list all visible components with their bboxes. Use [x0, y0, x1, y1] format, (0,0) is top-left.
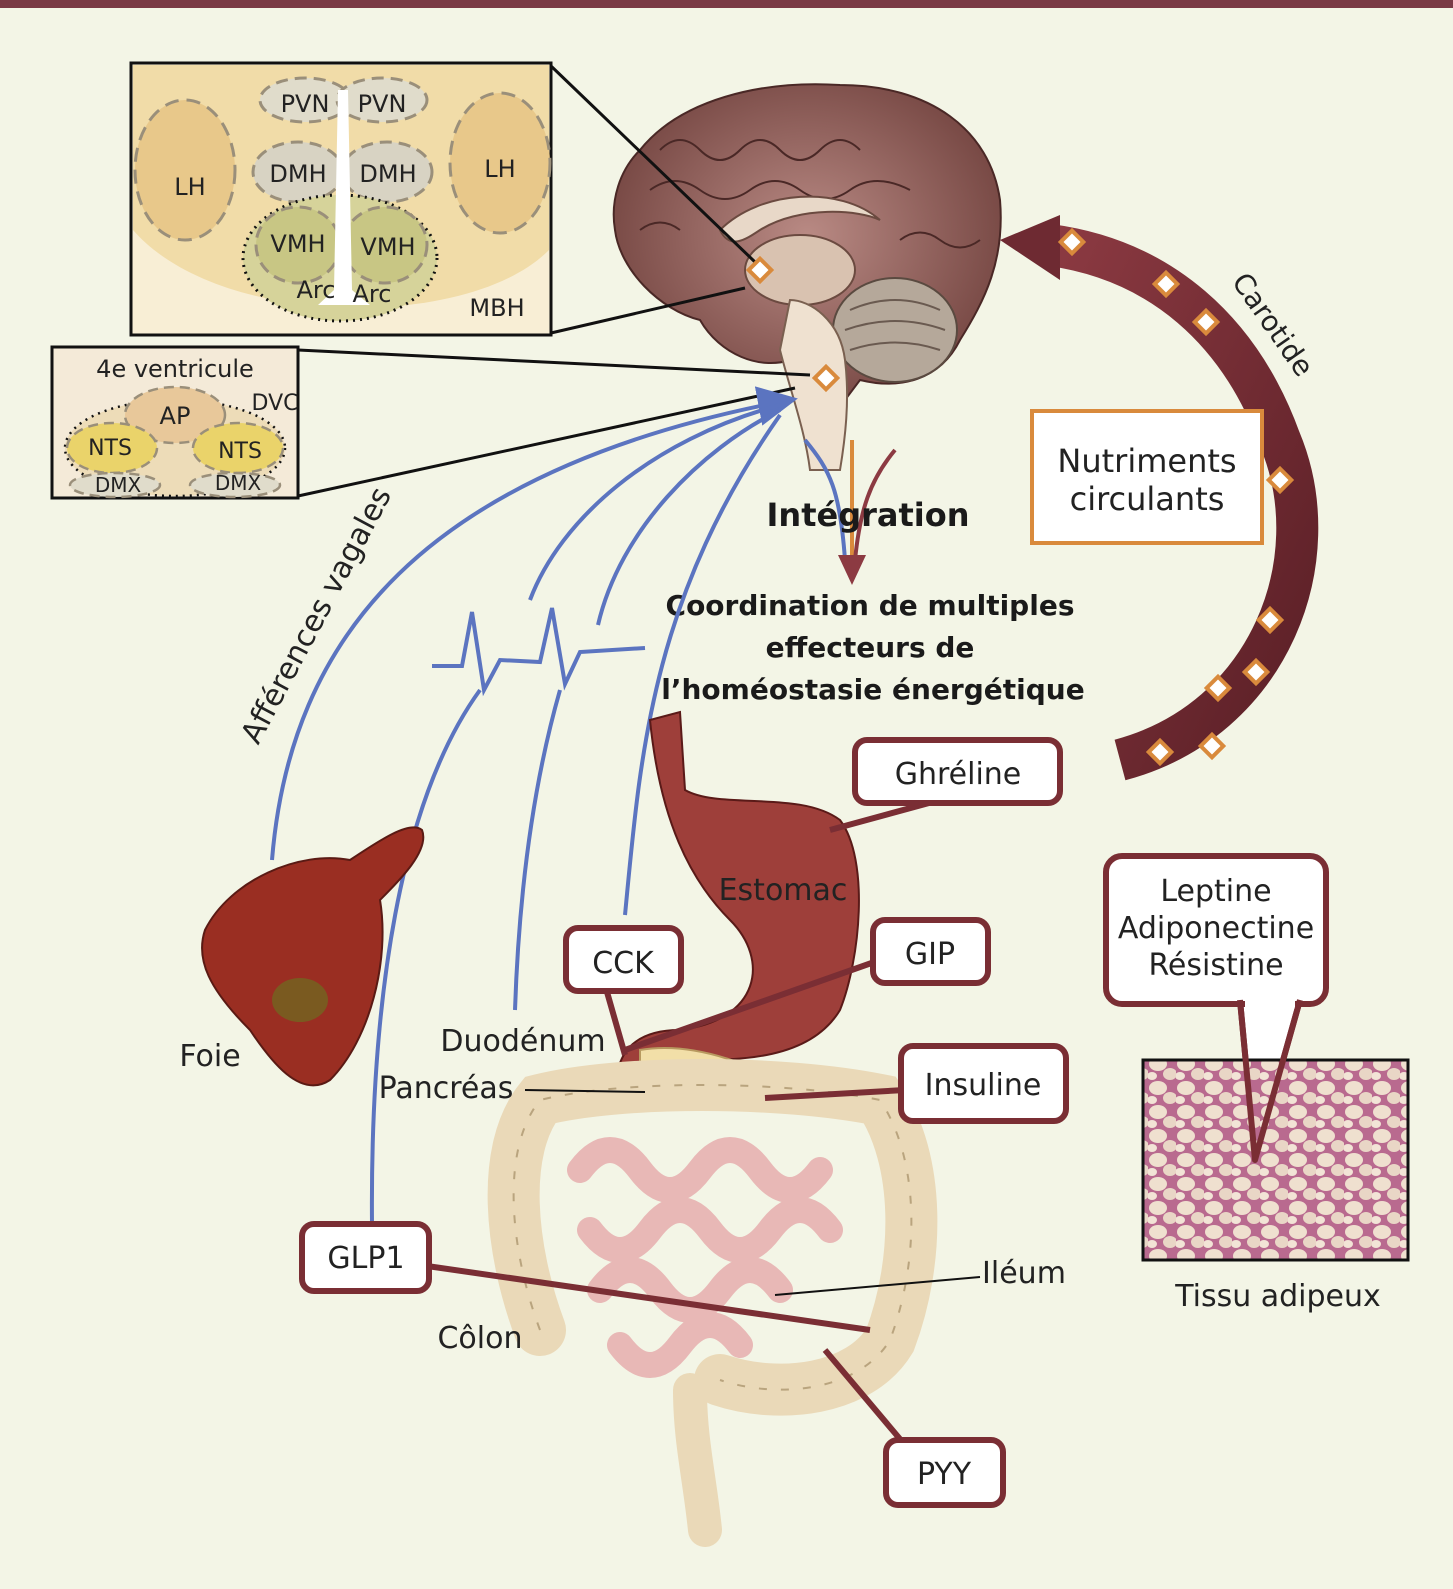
vagal-afferents-label: Afférences vagales [234, 482, 399, 750]
resistin-label: Résistine [1148, 948, 1283, 983]
insulin-label: Insuline [925, 1068, 1042, 1103]
pyy-label: PYY [917, 1457, 972, 1492]
ileum-label: Iléum [982, 1256, 1066, 1291]
integration-label: Intégration [767, 496, 970, 534]
duodenum-label: Duodénum [440, 1024, 605, 1059]
dmx-left-label: DMX [95, 473, 142, 497]
brainstem-connector-top [297, 348, 811, 377]
ileum-pointer [774, 1276, 981, 1296]
lh-left-label: LH [174, 173, 205, 201]
arc-right-label: Arc [353, 280, 392, 308]
brain-nutrient-markers [745, 255, 841, 393]
lh-right-label: LH [484, 155, 515, 183]
coordination-line3: l’homéostasie énergétique [661, 673, 1084, 706]
brainstem-inset: 4e ventricule DVC AP NTS NTS DMX DMX [50, 345, 300, 500]
pvn-left-label: PVN [281, 90, 330, 118]
vagal-afferent-paths [270, 386, 798, 1226]
colon-label: Côlon [437, 1321, 522, 1356]
stomach-label: Estomac [719, 873, 848, 908]
pancreas-pointer [524, 1089, 646, 1093]
dvc-label: DVC [252, 391, 299, 416]
coordination-line2: effecteurs de [766, 631, 975, 664]
nutrients-line2: circulants [1070, 480, 1225, 518]
nutrients-box [1030, 409, 1264, 545]
coordination-line1: Coordination de multiples [666, 589, 1075, 622]
pancreas-label: Pancréas [379, 1071, 514, 1106]
vmh-left-label: VMH [270, 230, 325, 258]
integration-arrows [803, 438, 897, 585]
carotid-arc [1000, 215, 1319, 781]
adiponectin-label: Adiponectine [1118, 911, 1314, 946]
liver-label: Foie [179, 1039, 240, 1074]
vmh-right-label: VMH [360, 233, 415, 261]
hypothalamus-inset: PVN PVN DMH DMH LH LH VMH VMH Arc Arc MB… [129, 61, 553, 337]
hypothalamus-connector-bottom [550, 286, 746, 335]
cck-label: CCK [592, 946, 655, 981]
frame-top-bar [0, 0, 1453, 8]
pvn-right-label: PVN [358, 90, 407, 118]
nts-right-label: NTS [218, 439, 262, 464]
adipose-label: Tissu adipeux [1174, 1279, 1381, 1314]
nts-left-label: NTS [88, 436, 132, 461]
ghrelin-label: Ghréline [895, 757, 1022, 792]
mbh-label: MBH [469, 294, 524, 322]
hypothalamus-connector-top [549, 64, 757, 264]
intestine-illustration [487, 1059, 938, 1547]
gip-label: GIP [905, 937, 955, 972]
liver-illustration [201, 826, 425, 1087]
nutrients-line1: Nutriments [1057, 442, 1236, 480]
dmh-left-label: DMH [269, 160, 326, 188]
brainstem-connector-bottom [297, 386, 796, 498]
arc-left-label: Arc [297, 276, 336, 304]
leptin-label: Leptine [1160, 874, 1271, 909]
fourth-ventricle-label: 4e ventricule [96, 355, 254, 383]
dmh-right-label: DMH [359, 160, 416, 188]
glp1-label: GLP1 [327, 1241, 404, 1276]
brain-illustration [612, 83, 1002, 471]
ap-label: AP [160, 402, 191, 430]
dmx-right-label: DMX [215, 471, 262, 495]
hormone-callouts [299, 737, 1069, 1508]
